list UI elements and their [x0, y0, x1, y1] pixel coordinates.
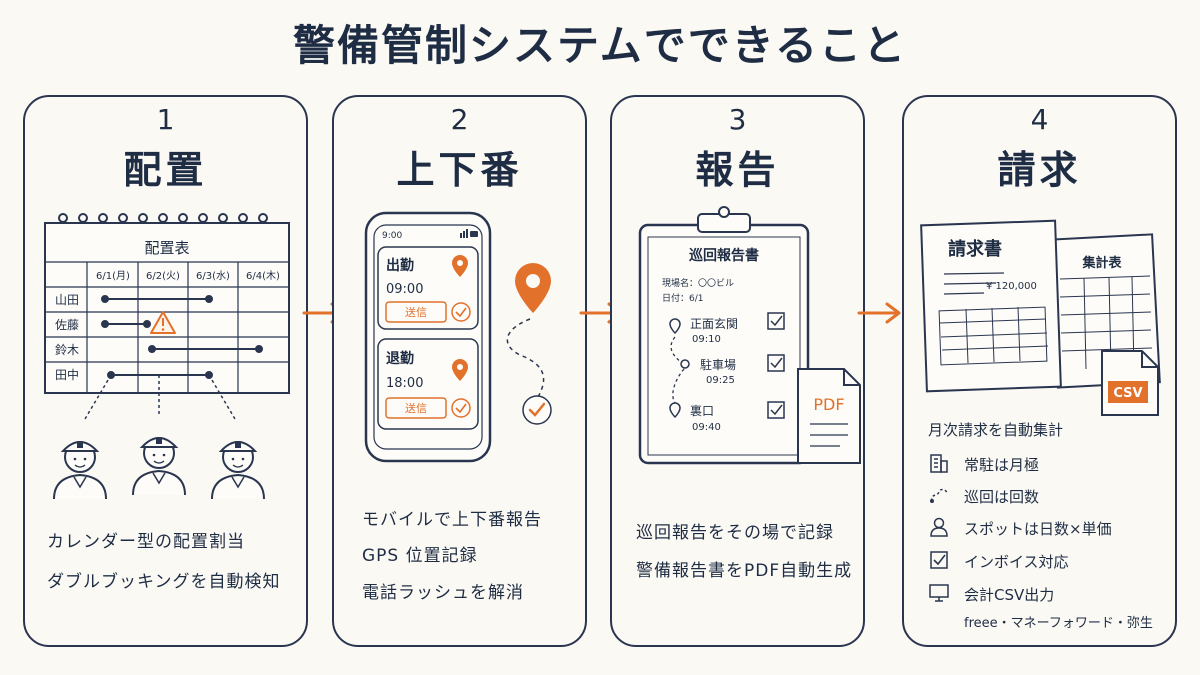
- checkpoint-time: 09:25: [706, 375, 735, 386]
- calendar-date: 6/1(月): [96, 270, 130, 282]
- send-button[interactable]: 送信: [385, 397, 447, 419]
- feature-text: 巡回は回数: [964, 488, 1040, 506]
- feature-text: 常駐は月極: [964, 456, 1040, 474]
- waypoint-icon: [680, 359, 690, 369]
- calendar-illustration: 配置表 6/1(月) 6/2(火) 6/3(水) 6/4(木) 山田 佐藤 鈴木…: [44, 213, 290, 500]
- calendar-date: 6/4(木): [246, 270, 280, 282]
- billing-intro: 月次請求を自動集計: [928, 419, 1063, 440]
- feature-text: インボイス対応: [964, 553, 1069, 571]
- invoice-amount: ¥ 120,000: [986, 281, 1037, 292]
- card-billing: 4 請求 集計表 請求書 ¥ 120,000: [902, 95, 1177, 647]
- patrol-route-icon: [930, 488, 948, 503]
- card-description: 警備報告書をPDF自動生成: [636, 561, 853, 581]
- clock-out-time: 18:00: [386, 376, 423, 391]
- clock-in-time: 09:00: [386, 282, 423, 297]
- card-report: 3 報告 巡回報告書 現場名：〇〇ビル 日付：6/1 正面玄関 09:10 駐車…: [610, 95, 865, 647]
- calendar-date: 6/2(火): [146, 270, 180, 282]
- pin-icon: [669, 318, 681, 335]
- warning-icon: [150, 311, 176, 334]
- feature-text: 会計CSV出力: [964, 586, 1055, 604]
- csv-file-icon: CSV: [1101, 350, 1159, 416]
- card-heading: 上下番: [396, 148, 523, 192]
- check-circle-icon: [451, 398, 471, 418]
- clock-out-label: 退勤: [386, 350, 414, 367]
- phone-illustration: 9:00 出勤 09:00 送信 退勤 18:00 送信: [364, 211, 552, 463]
- guard-icon: [132, 437, 186, 496]
- accounting-software: freee・マネーフォワード・弥生: [964, 612, 1153, 631]
- checkpoint-name: 駐車場: [700, 357, 736, 372]
- invoice-illustration: 集計表 請求書 ¥ 120,000: [920, 219, 1161, 416]
- location-pin-icon: [452, 255, 468, 277]
- card-heading: 請求: [997, 148, 1082, 192]
- step-number: 4: [1030, 103, 1049, 136]
- guard-icon: [53, 441, 107, 500]
- location-pin-icon: [452, 359, 468, 381]
- report-date: 日付：6/1: [662, 293, 704, 304]
- send-button[interactable]: 送信: [385, 301, 447, 323]
- pdf-label: PDF: [813, 395, 844, 414]
- checkpoint-name: 裏口: [690, 403, 714, 418]
- report-site: 現場名：〇〇ビル: [662, 277, 734, 289]
- card-heading: 配置: [123, 148, 208, 192]
- clock-in-label: 出勤: [386, 257, 414, 274]
- invoice-sheet: 請求書 ¥ 120,000: [920, 219, 1062, 393]
- accounting-software-text: freee・マネーフォワード・弥生: [964, 616, 1153, 631]
- building-icon: [930, 454, 948, 473]
- guard-icon: [211, 441, 265, 500]
- calendar-date: 6/3(水): [196, 270, 230, 282]
- calendar-title: 配置表: [144, 239, 189, 257]
- guard-name: 山田: [55, 293, 79, 307]
- checkbox-icon: [930, 551, 948, 569]
- card-shift-check: 2 上下番 9:00 出勤 09:00 送信 退勤 18:00: [332, 95, 587, 647]
- check-circle-icon: [522, 395, 552, 425]
- report-title: 巡回報告書: [689, 247, 759, 264]
- billing-intro-text: 月次請求を自動集計: [928, 421, 1064, 439]
- send-button-label: 送信: [405, 401, 427, 415]
- monitor-icon: [929, 584, 949, 602]
- checkpoint-time: 09:40: [692, 422, 721, 433]
- guard-name: 佐藤: [55, 318, 79, 332]
- card-description: モバイルで上下番報告: [362, 510, 542, 530]
- checkpoint-name: 正面玄関: [690, 316, 738, 331]
- csv-label: CSV: [1113, 386, 1142, 401]
- check-circle-icon: [451, 302, 471, 322]
- guard-name: 田中: [55, 367, 79, 382]
- card-description: 巡回報告をその場で記録: [636, 523, 834, 543]
- card-heading: 報告: [695, 148, 780, 192]
- feature-text: スポットは日数×単価: [964, 520, 1112, 538]
- pin-icon: [669, 402, 681, 419]
- clipboard-illustration: 巡回報告書 現場名：〇〇ビル 日付：6/1 正面玄関 09:10 駐車場 09:…: [638, 206, 861, 465]
- step-number: 2: [450, 103, 469, 136]
- checkpoint-time: 09:10: [692, 334, 721, 345]
- person-icon: [930, 517, 948, 537]
- send-button-label: 送信: [405, 305, 427, 319]
- card-description: GPS 位置記録: [362, 546, 478, 566]
- card-description: カレンダー型の配置割当: [47, 532, 245, 552]
- checkbox-icon: [767, 312, 785, 419]
- card-placement: 1 配置 配置表 6/1(月) 6/2(火) 6/3(水) 6/4(木) 山田 …: [23, 95, 308, 647]
- arrow-right-icon: [857, 302, 901, 324]
- invoice-title: 請求書: [948, 238, 1002, 260]
- page-title: 警備管制システムでできること: [293, 21, 907, 70]
- step-number: 3: [728, 103, 747, 136]
- card-description: 電話ラッシュを解消: [362, 583, 524, 603]
- pdf-file-icon: PDF: [797, 368, 861, 464]
- guard-name: 鈴木: [55, 342, 79, 357]
- step-number: 1: [156, 103, 175, 136]
- card-description: ダブルブッキングを自動検知: [47, 572, 281, 592]
- map-pin-icon: [515, 263, 551, 313]
- summary-title: 集計表: [1081, 255, 1122, 271]
- phone-clock: 9:00: [382, 231, 402, 241]
